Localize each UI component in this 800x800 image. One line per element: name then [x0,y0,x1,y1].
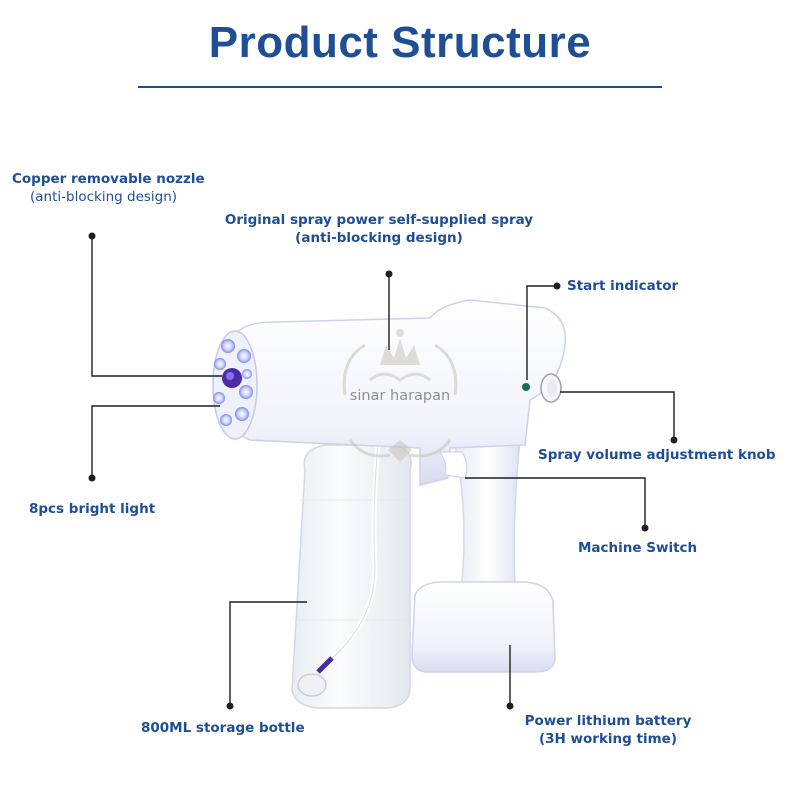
leader-bottle [229,601,307,706]
page-title: Product Structure [208,18,592,67]
bright-lights [213,339,253,426]
label-start-indicator: Start indicator [567,278,679,294]
leader-switch [465,477,646,528]
leader-lines [91,236,675,706]
label-battery: Power lithium battery (3H working time) [524,713,692,747]
leader-start [526,285,557,380]
leader-lights [91,405,220,478]
adjustment-knob [540,373,562,403]
label-spray: Original spray power self-supplied spray… [224,212,534,246]
storage-bottle [291,439,412,709]
leader-knob [560,391,675,440]
title-underline [138,86,662,88]
label-storage-bottle: 800ML storage bottle [141,720,305,736]
battery-base [411,581,556,673]
leader-nozzle [91,236,222,377]
label-adjustment-knob: Spray volume adjustment knob [538,447,776,463]
label-bright-light: 8pcs bright light [29,501,156,517]
start-indicator-light [522,383,530,391]
leader-dots [88,232,678,710]
watermark-text: sinar harapan [349,388,451,404]
watermark-crest [342,329,458,462]
label-machine-switch: Machine Switch [578,540,698,556]
copper-nozzle [222,368,242,388]
label-copper-nozzle: Copper removable nozzle (anti-blocking d… [12,171,205,205]
